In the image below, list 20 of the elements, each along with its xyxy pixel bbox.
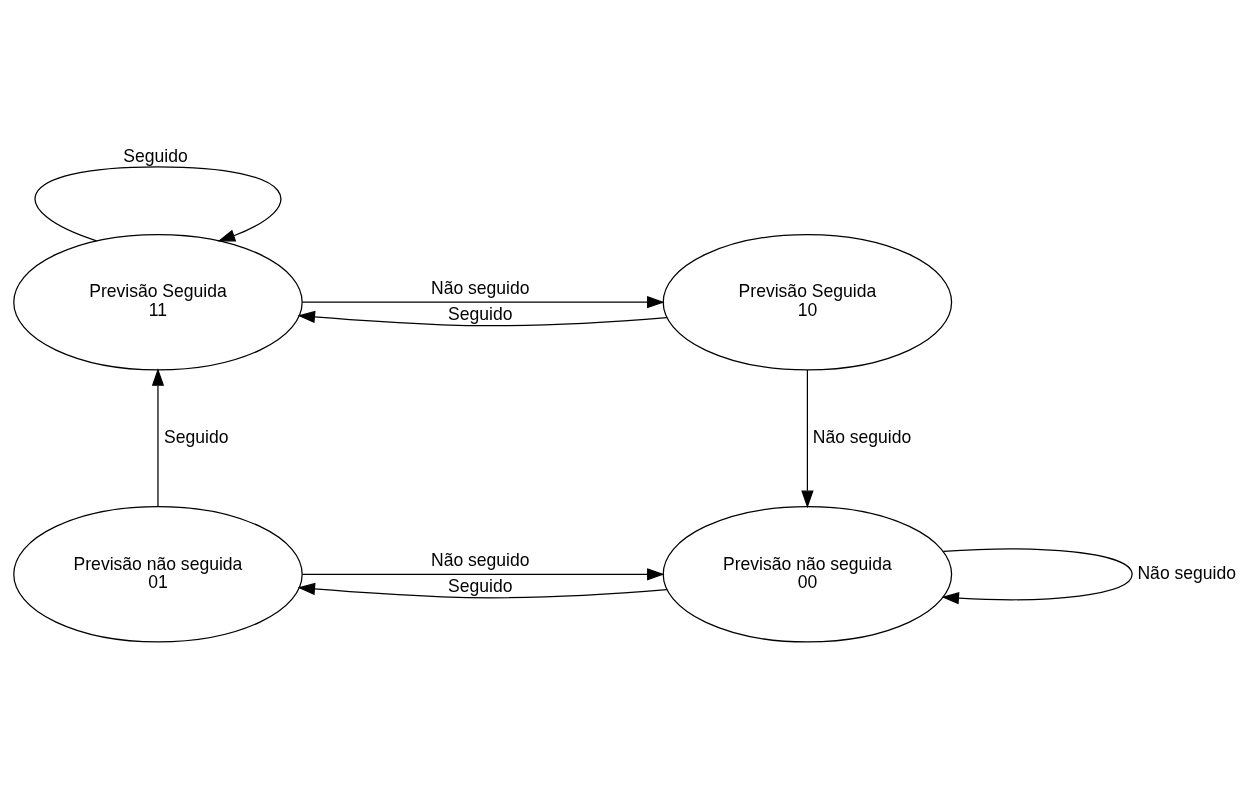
edge-label: Seguido bbox=[164, 426, 229, 447]
arrow bbox=[297, 582, 668, 599]
node-ellipse: Previsão Seguida 11 bbox=[13, 233, 303, 371]
edge-label: Não seguido bbox=[812, 426, 912, 447]
arrow bbox=[297, 310, 668, 327]
arrow bbox=[151, 368, 165, 507]
arrow bbox=[801, 369, 814, 509]
arrow bbox=[34, 166, 282, 242]
edge-label: Seguido bbox=[123, 146, 188, 167]
edge-label: Não seguido bbox=[1137, 562, 1236, 583]
node-ellipse: Previsão não seguida 00 bbox=[662, 505, 953, 643]
arrow bbox=[941, 548, 1133, 605]
node-ellipse: Previsão Seguida 10 bbox=[662, 233, 953, 371]
node-ellipse: Previsão não seguida 01 bbox=[13, 505, 303, 643]
edge-label: Seguido bbox=[448, 576, 513, 597]
edge-label: Não seguido bbox=[430, 549, 530, 570]
arrow bbox=[301, 568, 665, 581]
arrow bbox=[301, 296, 665, 309]
edge-label: Seguido bbox=[448, 304, 513, 325]
edge-label: Não seguido bbox=[430, 277, 530, 298]
